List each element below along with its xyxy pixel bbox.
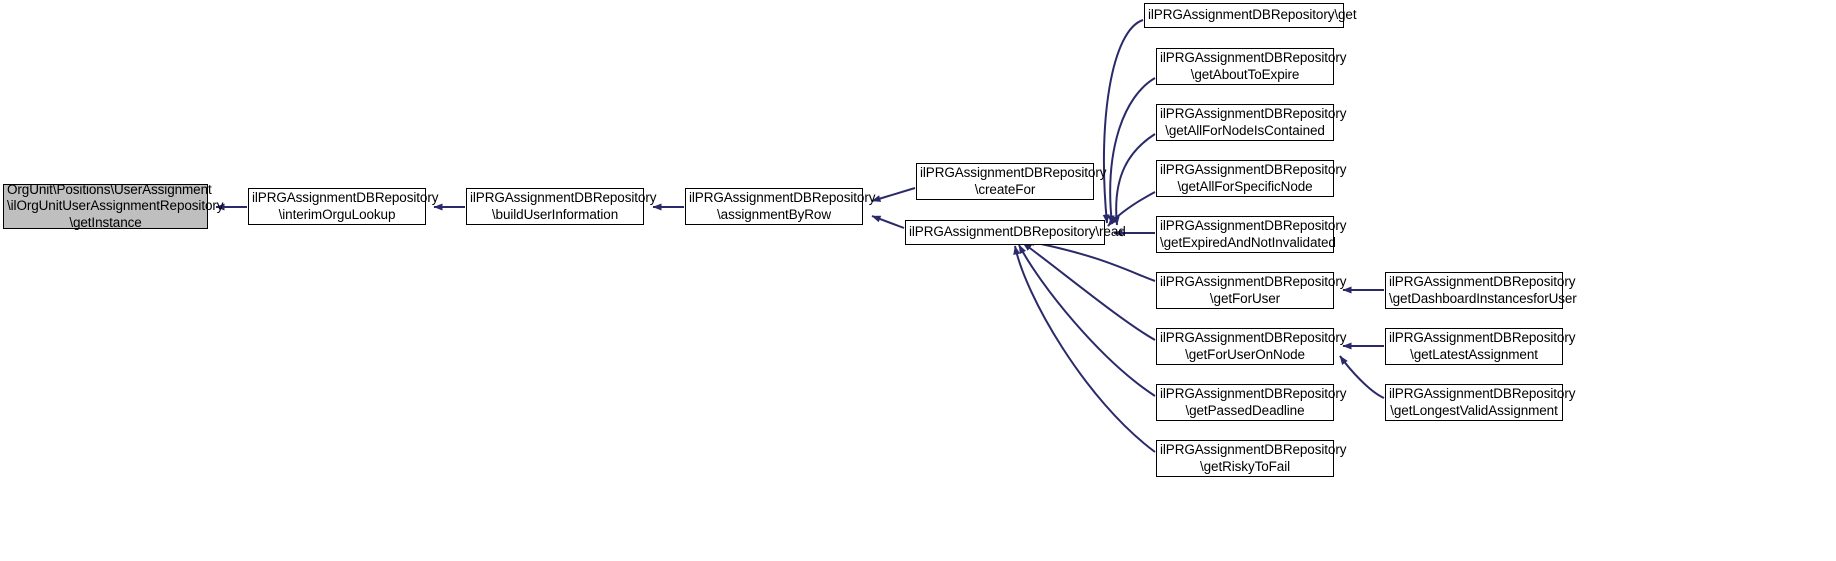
graph-node-createFor[interactable]: ilPRGAssignmentDBRepository \createFor [916, 163, 1107, 200]
graph-node-label: OrgUnit\Positions\UserAssignment \ilOrgU… [7, 181, 224, 230]
graph-node-label: ilPRGAssignmentDBRepository \interimOrgu… [252, 190, 439, 222]
graph-node-getDashboardInstancesforUser[interactable]: ilPRGAssignmentDBRepository \getDashboar… [1385, 272, 1577, 309]
graph-node-get[interactable]: ilPRGAssignmentDBRepository\get [1144, 3, 1357, 28]
graph-node-getAllForSpecificNode[interactable]: ilPRGAssignmentDBRepository \getAllForSp… [1156, 160, 1347, 197]
edge-getAllForNodeIsContained-to-read [1112, 133, 1156, 226]
graph-node-getForUser[interactable]: ilPRGAssignmentDBRepository \getForUser [1156, 272, 1347, 309]
edge-get-to-read [1102, 19, 1144, 224]
graph-node-buildUserInformation[interactable]: ilPRGAssignmentDBRepository \buildUserIn… [466, 188, 657, 225]
graph-node-getRiskyToFail[interactable]: ilPRGAssignmentDBRepository \getRiskyToF… [1156, 440, 1347, 477]
edge-getAboutToExpire-to-read [1107, 77, 1156, 225]
graph-node-label: ilPRGAssignmentDBRepository\get [1148, 7, 1357, 23]
graph-node-interimOrguLookup[interactable]: ilPRGAssignmentDBRepository \interimOrgu… [248, 188, 439, 225]
graph-node-label: ilPRGAssignmentDBRepository \getForUserO… [1160, 330, 1347, 362]
graph-node-label: ilPRGAssignmentDBRepository \getLatestAs… [1389, 330, 1576, 362]
edge-createFor-to-assignmentByRow [871, 187, 916, 202]
graph-node-getLatestAssignment[interactable]: ilPRGAssignmentDBRepository \getLatestAs… [1385, 328, 1576, 365]
edge-getForUser-to-read [1025, 239, 1156, 282]
graph-node-label: ilPRGAssignmentDBRepository \getAboutToE… [1160, 50, 1347, 82]
graph-node-label: ilPRGAssignmentDBRepository \getForUser [1160, 274, 1347, 306]
graph-node-label: ilPRGAssignmentDBRepository \getRiskyToF… [1160, 442, 1347, 474]
graph-node-getAllForNodeIsContained[interactable]: ilPRGAssignmentDBRepository \getAllForNo… [1156, 104, 1347, 141]
graph-node-label: ilPRGAssignmentDBRepository \assignmentB… [689, 190, 876, 222]
graph-node-label: ilPRGAssignmentDBRepository \getExpiredA… [1160, 218, 1347, 250]
graph-node-root[interactable]: OrgUnit\Positions\UserAssignment \ilOrgU… [3, 181, 224, 230]
graph-node-label: ilPRGAssignmentDBRepository \getLongestV… [1389, 386, 1576, 418]
graph-node-getLongestValidAssignment[interactable]: ilPRGAssignmentDBRepository \getLongestV… [1385, 384, 1576, 421]
edge-getPassedDeadline-to-read [1018, 244, 1156, 397]
edge-read-to-assignmentByRow [871, 215, 905, 229]
graph-node-read[interactable]: ilPRGAssignmentDBRepository\read [905, 220, 1126, 245]
edge-getAllForSpecificNode-to-read [1107, 191, 1156, 227]
graph-node-getExpiredAndNotInvalidated[interactable]: ilPRGAssignmentDBRepository \getExpiredA… [1156, 216, 1347, 253]
graph-node-label: ilPRGAssignmentDBRepository \getDashboar… [1389, 274, 1577, 306]
graph-node-label: ilPRGAssignmentDBRepository \createFor [920, 165, 1107, 197]
edge-getLongestValidAssignment-to-getForUserOnNode [1339, 355, 1385, 399]
edge-getRiskyToFail-to-read [1013, 245, 1156, 453]
graph-node-getPassedDeadline[interactable]: ilPRGAssignmentDBRepository \getPassedDe… [1156, 384, 1347, 421]
graph-node-label: ilPRGAssignmentDBRepository \getAllForSp… [1160, 162, 1347, 194]
graph-node-label: ilPRGAssignmentDBRepository\read [909, 224, 1126, 240]
edge-getForUserOnNode-to-read [1022, 242, 1156, 341]
graph-node-getAboutToExpire[interactable]: ilPRGAssignmentDBRepository \getAboutToE… [1156, 48, 1347, 85]
graph-node-getForUserOnNode[interactable]: ilPRGAssignmentDBRepository \getForUserO… [1156, 328, 1347, 365]
graph-node-label: ilPRGAssignmentDBRepository \getAllForNo… [1160, 106, 1347, 138]
graph-node-label: ilPRGAssignmentDBRepository \buildUserIn… [470, 190, 657, 222]
graph-node-label: ilPRGAssignmentDBRepository \getPassedDe… [1160, 386, 1347, 418]
graph-node-assignmentByRow[interactable]: ilPRGAssignmentDBRepository \assignmentB… [685, 188, 876, 225]
